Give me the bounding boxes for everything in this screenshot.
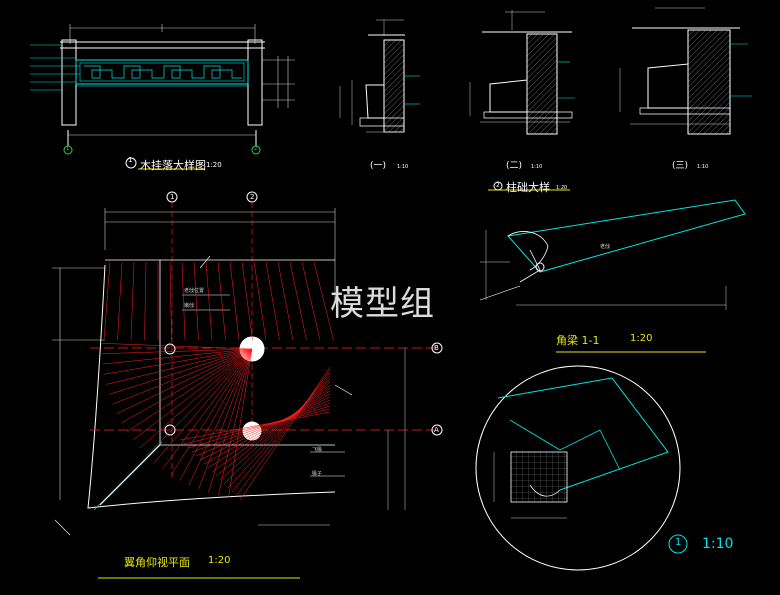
rafter-line <box>235 369 331 497</box>
rafter-line <box>183 408 331 445</box>
wood-hanger-marker: 1 <box>128 156 133 164</box>
rafter-line <box>223 378 331 485</box>
variant-3-scale: 1:10 <box>697 164 709 170</box>
rafter-line <box>102 348 253 365</box>
rafter-line <box>211 387 331 473</box>
eave-note-2: 嫩戗 <box>184 303 195 309</box>
rafter-line <box>205 261 213 341</box>
rafter-line <box>193 261 199 341</box>
rafter-line <box>239 366 331 501</box>
rafter-line <box>179 411 331 441</box>
rafter-line <box>144 261 147 341</box>
variant-2-scale: 1:10 <box>531 164 543 170</box>
rafter-line <box>170 348 253 476</box>
rafter-line <box>108 348 253 395</box>
rafter-line <box>253 261 267 341</box>
wood-hanger-drawing <box>30 24 295 170</box>
eave-note-4: 椽子 <box>312 471 323 477</box>
rafter-line <box>217 261 226 341</box>
column-base-drawings <box>339 7 752 191</box>
rafter-line <box>162 348 253 470</box>
variant-1-label: (一) <box>370 161 387 171</box>
rafter-line <box>277 261 294 341</box>
circular-detail <box>475 365 688 571</box>
rafter-line <box>139 348 253 449</box>
rafter-line <box>146 348 253 456</box>
corner-beam-drawing <box>479 199 746 353</box>
eave-axis-B: B <box>434 344 439 352</box>
wood-hanger-scale: 1:20 <box>206 161 222 169</box>
rafter-line <box>218 348 253 496</box>
rafter-line <box>106 348 253 385</box>
detail-scale: 1:10 <box>702 536 734 552</box>
rafter-line <box>103 261 111 341</box>
eave-note-1: 老戗位置 <box>184 288 205 294</box>
column-base-marker: 2 <box>496 182 500 189</box>
rafter-line <box>229 261 240 341</box>
rafter-line <box>169 261 172 341</box>
rafter-line <box>199 396 331 461</box>
variant-1-scale: 1:10 <box>397 164 409 170</box>
rafter-line <box>215 384 331 477</box>
rafter-line <box>228 348 253 498</box>
corner-beam-note: 老戗 <box>600 244 611 250</box>
rafter-line <box>112 348 253 405</box>
rafter-line <box>117 261 123 341</box>
rafter-line <box>187 405 331 449</box>
axis-1-label: 1 <box>66 146 70 152</box>
rafter-line <box>191 402 331 453</box>
rafter-line <box>102 348 253 354</box>
rafter-line <box>121 348 253 424</box>
rafter-line <box>301 261 321 341</box>
variant-3-label: (三) <box>672 161 689 171</box>
rafter-line <box>181 261 186 341</box>
rafter-line <box>289 261 307 341</box>
rafter-line <box>154 348 253 463</box>
eave-plan-drawing <box>52 191 443 579</box>
rafter-line <box>241 261 253 341</box>
rafter-line <box>198 348 253 490</box>
eave-axis-A: A <box>434 426 439 434</box>
wood-hanger-title: 木挂落大样图 <box>140 159 206 172</box>
detail-marker: 1 <box>675 537 682 548</box>
eave-axis-1: 1 <box>170 193 175 201</box>
eave-plan-scale: 1:20 <box>208 555 231 566</box>
rafter-line <box>195 399 331 457</box>
rafter-line <box>132 348 253 441</box>
rafter-line <box>188 348 253 486</box>
corner-beam-title: 角梁 1-1 <box>556 334 600 347</box>
eave-plan-title: 翼角仰视平面 <box>124 556 190 569</box>
axis-2-label: 2 <box>254 146 258 152</box>
rafter-line <box>227 375 331 489</box>
rafter-line <box>231 372 331 493</box>
column-base-title: 柱础大样 <box>506 181 550 194</box>
rafter-line <box>219 381 331 481</box>
rafter-line <box>207 390 331 469</box>
rafter-line <box>116 348 253 414</box>
rafter-line <box>104 348 253 375</box>
corner-beam-scale: 1:20 <box>630 333 653 344</box>
column-base-scale: 1:20 <box>556 185 568 191</box>
rafter-line <box>126 348 253 432</box>
rafter-line <box>102 343 253 350</box>
rafter-line <box>265 261 280 341</box>
variant-2-label: (二) <box>506 161 523 171</box>
rafter-line <box>313 261 334 341</box>
eave-axis-2: 2 <box>250 193 255 201</box>
rafter-line <box>208 348 253 493</box>
rafter-line <box>179 348 253 481</box>
rafter-line <box>130 261 135 341</box>
watermark-text: 模型组 <box>330 284 435 324</box>
rafter-line <box>203 393 331 465</box>
eave-note-3: 飞椽 <box>312 447 323 453</box>
rafter-lines <box>102 261 334 501</box>
